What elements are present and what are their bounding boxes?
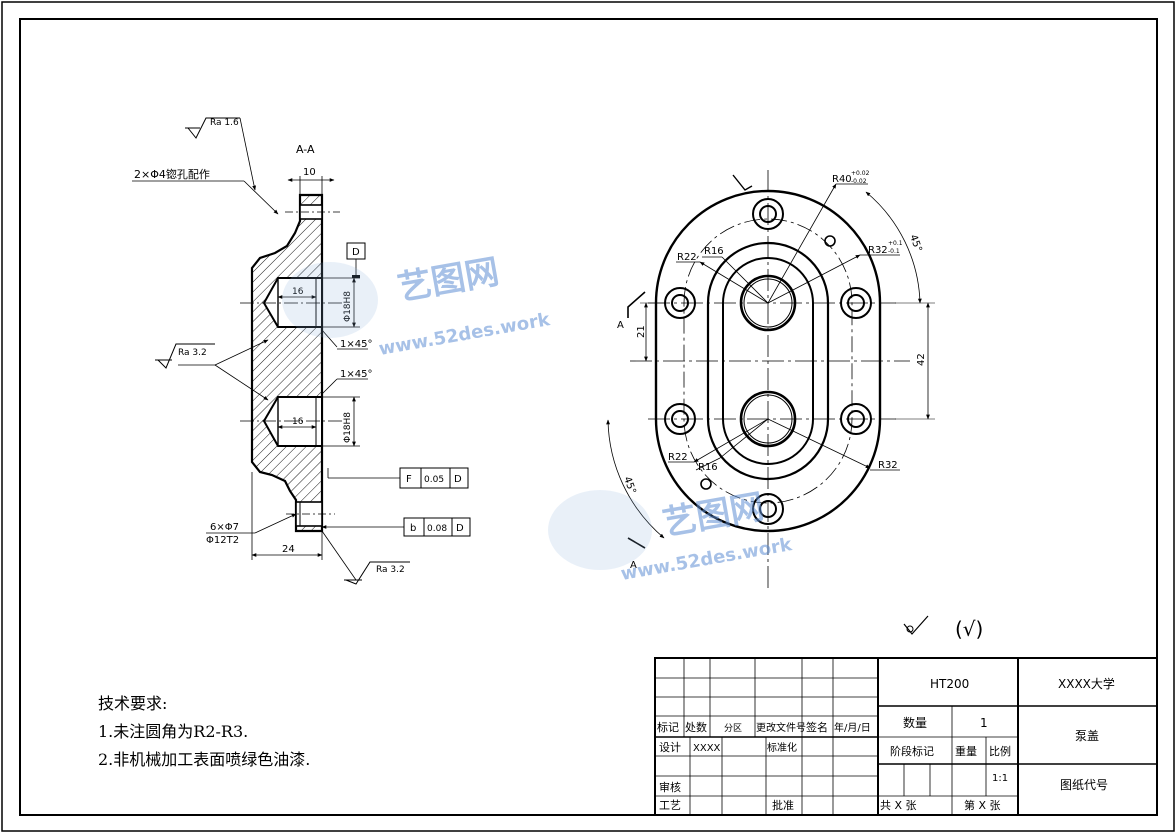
tol1-datum: D	[454, 474, 462, 485]
notes-heading: 技术要求:	[98, 694, 168, 713]
tb-design: 设计	[659, 741, 681, 754]
tb-sign: 签名	[806, 720, 828, 734]
section-body	[250, 193, 324, 533]
section-title: A-A	[296, 143, 315, 156]
angle-top: 45°	[907, 233, 923, 253]
r40-tol-upper: +0.02	[851, 170, 870, 177]
tb-quantity-value: 1	[980, 716, 988, 730]
r32-tol-lower: -0.1	[888, 248, 900, 255]
tb-school: XXXX大学	[1058, 676, 1115, 691]
r16-top-label: R16	[704, 246, 724, 257]
roughness-bottom: Ra 3.2	[376, 565, 405, 575]
r22-bottom-label: R22	[668, 452, 688, 463]
r40-label: R40	[832, 174, 852, 185]
section-mark-top: A	[617, 320, 624, 331]
counterbore-note-2: Φ12T2	[206, 535, 239, 546]
tb-quantity: 数量	[903, 715, 927, 730]
tb-total-sheets: 共 X 张	[880, 799, 917, 812]
r32-bottom-label: R32	[878, 460, 898, 471]
tb-sheet-no: 第 X 张	[964, 798, 1001, 812]
dim-24: 24	[282, 544, 295, 555]
tb-date: 年/月/日	[834, 721, 871, 734]
dim-16-bottom: 16	[292, 417, 304, 427]
tb-change-doc: 更改文件号	[756, 721, 806, 734]
chamfer-1: 1×45°	[340, 339, 372, 350]
default-roughness: (√)	[903, 615, 983, 641]
dim-21: 21	[636, 325, 647, 338]
watermark-brand-1: 艺图网	[395, 252, 502, 309]
inner-border	[19, 18, 1158, 816]
tb-designer: XXXX	[693, 743, 721, 754]
r40-tol-lower: -0.02	[851, 178, 867, 185]
technical-requirements: 技术要求: 1.未注圆角为R2-R3. 2.非机械加工表面喷绿色油漆.	[98, 690, 310, 774]
r22-top-label: R22	[677, 252, 697, 263]
angle-bottom: 45°	[621, 475, 637, 495]
section-view: 10 A-A 16 16 Φ18H8 Φ18H8 D 1×45° 1×45° R…	[132, 117, 471, 585]
tol2-symbol: b	[410, 523, 416, 534]
notes-line-2: 2.非机械加工表面喷绿色油漆.	[98, 750, 311, 769]
title-block-text: HT200 XXXX大学 泵盖 图纸代号 标记 处数 分区 更改文件号 签名 年…	[657, 676, 1115, 812]
front-view: R40 +0.02 -0.02 R32 +0.1 -0.1 R22 R16 R2…	[606, 170, 935, 588]
watermark-brand-2: 艺图网	[660, 487, 767, 544]
dim-16-top: 16	[292, 287, 304, 297]
tb-check: 审核	[659, 780, 681, 794]
pin-hole-note: 2×Φ4锪孔配作	[134, 168, 210, 181]
counterbore-note-1: 6×Φ7	[210, 522, 239, 533]
tb-weight: 重量	[955, 744, 977, 758]
r32-tol-upper: +0.1	[888, 240, 903, 247]
tb-ratio: 比例	[989, 744, 1011, 758]
tol2-datum: D	[456, 523, 464, 534]
section-mark-bottom: A	[630, 560, 637, 571]
tol1-symbol: F	[406, 474, 412, 485]
r16-bottom-label: R16	[698, 462, 718, 473]
chamfer-2: 1×45°	[340, 369, 372, 380]
tb-mark: 标记	[657, 720, 679, 734]
tb-zone: 分区	[724, 723, 742, 734]
tb-process: 工艺	[659, 799, 681, 812]
tb-material: HT200	[930, 677, 969, 691]
watermark-url-1: www.52des.work	[377, 309, 552, 360]
tb-part-name: 泵盖	[1075, 729, 1099, 743]
dim-10: 10	[303, 167, 316, 178]
datum-d: D	[352, 247, 360, 258]
notes-line-1: 1.未注圆角为R2-R3.	[98, 722, 249, 741]
dim-42: 42	[916, 353, 927, 366]
tb-standardize: 标准化	[767, 741, 797, 754]
tb-stage: 阶段标记	[890, 744, 934, 758]
bore-top: Φ18H8	[343, 291, 353, 322]
roughness-left: Ra 3.2	[178, 348, 207, 358]
outer-contour	[654, 189, 882, 533]
watermark: 艺图网 www.52des.work 艺图网 www.52des.work	[282, 252, 794, 585]
tol1-value: 0.05	[424, 475, 444, 485]
bore-bottom: Φ18H8	[343, 412, 353, 443]
tb-ratio-value: 1:1	[992, 773, 1008, 784]
r32-top-label: R32	[868, 245, 888, 256]
tol2-value: 0.08	[427, 524, 447, 534]
default-roughness-text: (√)	[955, 617, 983, 641]
tb-approve: 批准	[772, 798, 794, 812]
title-block	[654, 657, 1158, 816]
tb-drawing-code: 图纸代号	[1060, 778, 1108, 792]
tb-count: 处数	[685, 721, 707, 734]
roughness-top: Ra 1.6	[210, 118, 239, 128]
